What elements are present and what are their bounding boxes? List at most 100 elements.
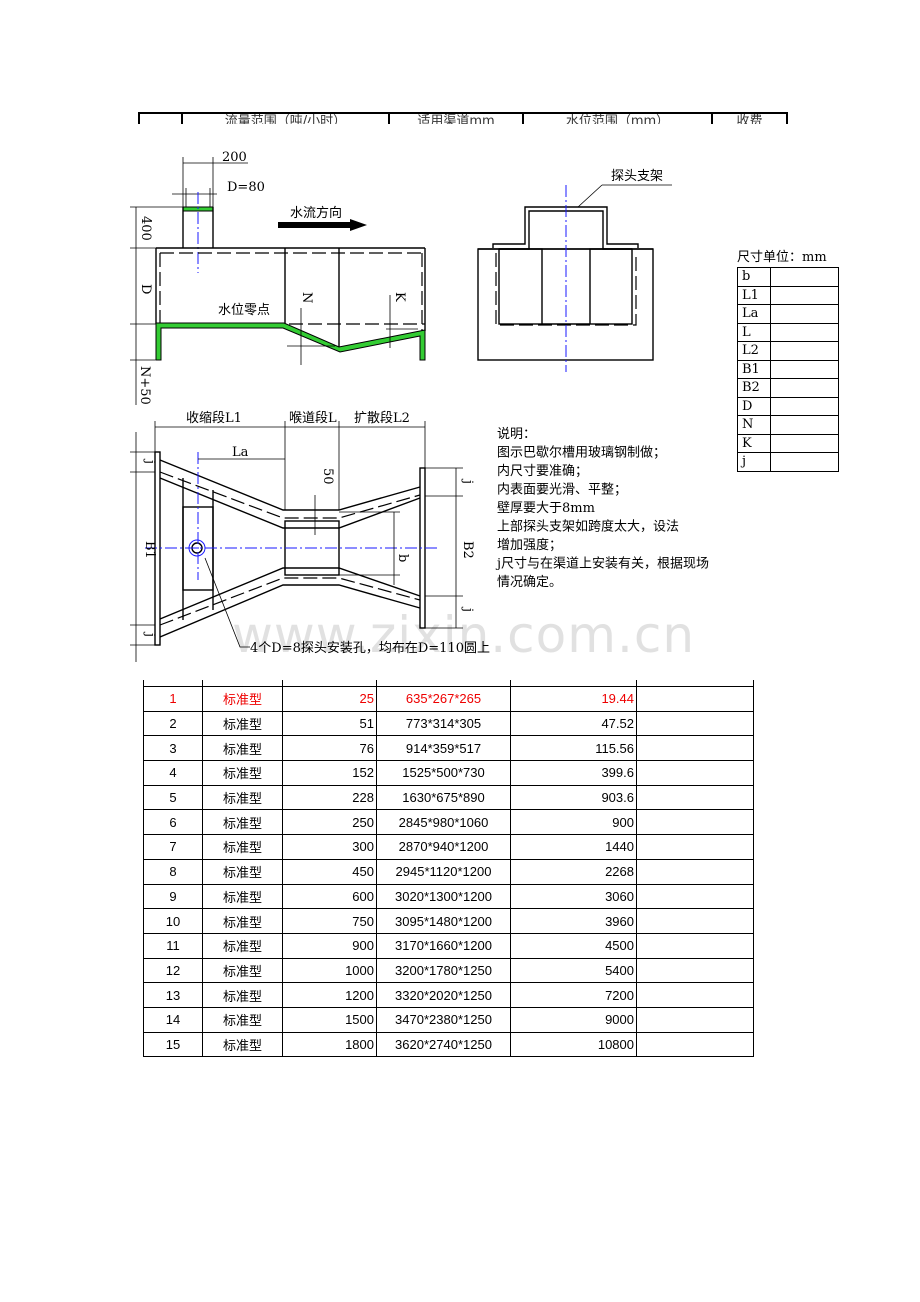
note-line: j尺寸与在渠道上安装有关，根据现场 xyxy=(495,557,709,572)
dimensions-cell: 635*267*265 xyxy=(376,686,511,712)
channel-size-cell: 1000 xyxy=(282,957,377,984)
row-number-cell: 12 xyxy=(143,957,203,984)
dimension-row: L xyxy=(737,322,839,342)
j-label: j xyxy=(142,631,157,637)
flow-value-cell: 47.52 xyxy=(510,710,637,737)
model-type-cell: 标准型 xyxy=(202,735,283,762)
model-type-cell: 标准型 xyxy=(202,957,283,984)
dimension-row: La xyxy=(737,304,839,324)
notes: 说明： 图示巴歇尔槽用玻璃钢制做； 内尺寸要准确； 内表面要光滑、平整； 壁厚要… xyxy=(495,427,709,590)
channel-size-cell: 25 xyxy=(282,686,377,712)
channel-size-cell: 228 xyxy=(282,784,377,811)
header-cell: 适用渠道mm xyxy=(388,114,522,124)
channel-size-cell: 51 xyxy=(282,710,377,737)
dimensions-cell: 3470*2380*1250 xyxy=(376,1006,511,1033)
model-type-cell: 标准型 xyxy=(202,710,283,737)
dimension-value-cell xyxy=(770,322,839,342)
dim-k: K xyxy=(392,292,407,302)
remark-cell xyxy=(636,957,754,984)
model-type-cell: 标准型 xyxy=(202,809,283,836)
side-view: 200 D=80 水流方向 水位零点 N K 400 D N+50 xyxy=(130,150,426,405)
channel-size-cell: 250 xyxy=(282,809,377,836)
note-line: 壁厚要大于8mm xyxy=(497,501,595,516)
dimension-row: B2 xyxy=(737,378,839,398)
model-type-cell: 标准型 xyxy=(202,686,283,712)
remark-cell xyxy=(636,760,754,786)
channel-size-cell: 76 xyxy=(282,735,377,762)
dim-d80: D=80 xyxy=(227,180,265,195)
zero-point-label: 水位零点 xyxy=(218,303,270,318)
dimensions-cell: 3620*2740*1250 xyxy=(376,1031,511,1058)
clipped-table-header: 流量范围（吨/小时） 适用渠道mm 水位范围（mm） 收费 xyxy=(138,112,788,124)
dimensions-cell: 2945*1120*1200 xyxy=(376,858,511,885)
row-number-cell: 11 xyxy=(143,932,203,959)
channel-size-cell: 1500 xyxy=(282,1006,377,1033)
dimension-symbol: L2 xyxy=(737,341,771,361)
model-type-cell: 标准型 xyxy=(202,982,283,1008)
dimension-row: K xyxy=(737,433,839,453)
channel-size-cell: 600 xyxy=(282,883,377,910)
dimension-row: j xyxy=(737,452,839,472)
flow-value-cell: 903.6 xyxy=(510,784,637,811)
dimension-row: b xyxy=(737,267,839,287)
dimension-row: L2 xyxy=(737,341,839,361)
note-line: 上部探头支架如跨度太大，设法 xyxy=(497,519,679,535)
dimension-value-cell xyxy=(770,433,839,453)
row-number-cell: 3 xyxy=(143,735,203,762)
row-number-cell: 2 xyxy=(143,710,203,737)
l2-label: 扩散段L2 xyxy=(354,411,410,426)
dimension-symbol: j xyxy=(737,452,771,472)
dimension-symbol: L1 xyxy=(737,285,771,305)
b1-label: B1 xyxy=(142,541,157,559)
row-number-cell: 7 xyxy=(143,834,203,860)
dimension-value-cell xyxy=(770,304,839,324)
dim-400: 400 xyxy=(138,216,153,241)
model-type-cell: 标准型 xyxy=(202,760,283,786)
note-line: 说明： xyxy=(497,427,536,442)
dim-n: N xyxy=(299,292,314,303)
flow-value-cell: 115.56 xyxy=(510,735,637,762)
remark-cell xyxy=(636,735,754,762)
dim-200: 200 xyxy=(222,150,247,165)
remark-cell xyxy=(636,686,754,712)
flow-value-cell: 4500 xyxy=(510,932,637,959)
remark-cell xyxy=(636,710,754,737)
model-type-cell: 标准型 xyxy=(202,784,283,811)
row-number-cell: 5 xyxy=(143,784,203,811)
dimension-symbol: b xyxy=(737,267,771,287)
flow-value-cell: 900 xyxy=(510,809,637,836)
l-label: 喉道段L xyxy=(289,411,337,426)
hole-note: 4个D=8探头安装孔，均布在D=110圆上 xyxy=(250,641,490,656)
j-label: j xyxy=(460,478,475,484)
plan-view: 收缩段L1 喉道段L 扩散段L2 La 50 b B1 j j B2 j j 4… xyxy=(130,410,490,662)
remark-cell xyxy=(636,834,754,860)
channel-size-cell: 450 xyxy=(282,858,377,885)
dimensions-cell: 914*359*517 xyxy=(376,735,511,762)
remark-cell xyxy=(636,908,754,934)
row-number-cell: 8 xyxy=(143,858,203,885)
channel-size-cell: 1800 xyxy=(282,1031,377,1058)
l1-label: 收缩段L1 xyxy=(186,410,242,426)
dimension-symbol: B2 xyxy=(737,378,771,398)
remark-cell xyxy=(636,784,754,811)
channel-size-cell: 750 xyxy=(282,908,377,934)
dimension-row: B1 xyxy=(737,359,839,379)
dimensions-cell: 3095*1480*1200 xyxy=(376,908,511,934)
row-number-cell: 9 xyxy=(143,883,203,910)
dimensions-cell: 3200*1780*1250 xyxy=(376,957,511,984)
flow-value-cell: 1440 xyxy=(510,834,637,860)
remark-cell xyxy=(636,932,754,959)
channel-size-cell: 1200 xyxy=(282,982,377,1008)
channel-floor xyxy=(155,322,426,361)
channel-size-cell: 152 xyxy=(282,760,377,786)
dimension-symbol: B1 xyxy=(737,359,771,379)
